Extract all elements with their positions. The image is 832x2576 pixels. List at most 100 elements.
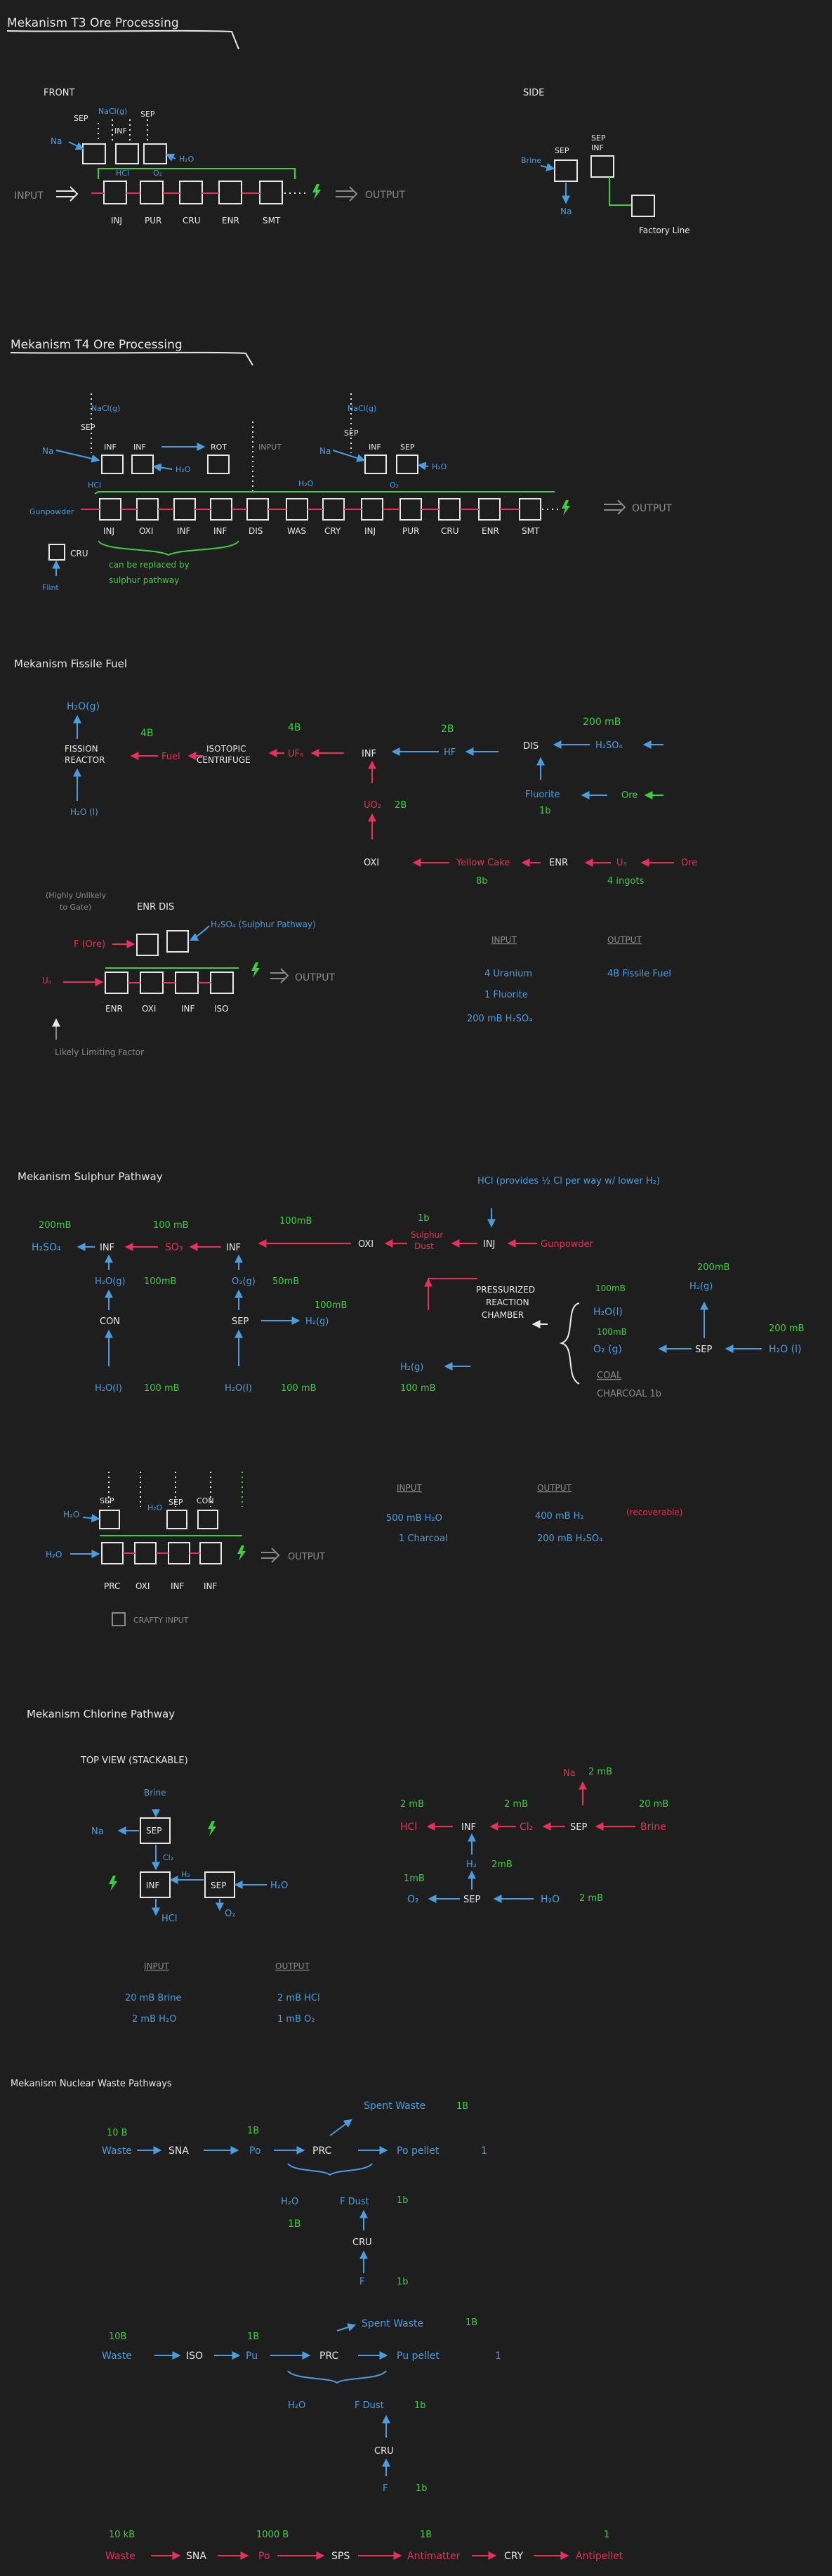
sulphur-sdust-amt: 1b (418, 1213, 430, 1224)
waste-p2-f-amt: 1b (416, 2483, 428, 2494)
fissile-enr-dis: ENR DIS (137, 902, 174, 913)
waste-p2-amt1: 10B (109, 2332, 126, 2342)
t3-hcl-label: HCl (116, 169, 129, 178)
sulphur-inj: INJ (483, 1239, 495, 1250)
t4-hcl: HCl (88, 480, 101, 490)
t4-cru: CRU (70, 549, 88, 558)
sulphur-o2-g-amt: 50mB (272, 1276, 299, 1287)
chlorine-h2o: H₂O (270, 1881, 288, 1891)
fissile-fuel-amt: 4B (140, 728, 154, 739)
sulphur-h2o-l: H₂O(l) (95, 1383, 122, 1394)
sulphur-title: Mekanism Sulphur Pathway (18, 1170, 163, 1183)
chlorine-f-h2-amt: 2mB (491, 1859, 513, 1870)
t4-machine-1 (136, 498, 159, 521)
fissile-enr: ENR (549, 858, 568, 868)
waste-p2-spent-amt: 1B (465, 2317, 477, 2328)
t4-inf: INF (104, 443, 117, 452)
fissile-fuel: Fuel (161, 752, 180, 762)
chlorine-inf-machine (140, 1871, 171, 1898)
fissile-f-ore: F (Ore) (74, 939, 105, 950)
t4-row-label-8: PUR (402, 526, 419, 536)
waste-p2-pellet: Pu pellet (397, 2351, 440, 2362)
chlorine-f-brine-amt: 20 mB (639, 1799, 668, 1810)
t3-title: Mekanism T3 Ore Processing (7, 16, 179, 30)
t4-power-line (94, 491, 555, 495)
t4-row-label-4: DIS (249, 526, 263, 536)
fissile-row-0 (105, 972, 128, 994)
chlorine-f-na-amt: 2 mB (588, 1767, 612, 1777)
t3-side-factory: Factory Line (639, 225, 690, 235)
sulphur-output: OUTPUT (288, 1552, 325, 1562)
chlorine-sep2: SEP (211, 1881, 226, 1890)
chlorine-out-2: 1 mB O₂ (277, 2014, 315, 2025)
waste-arrow (329, 2119, 352, 2136)
fissile-uo2-amt: 2B (395, 800, 407, 811)
fissile-in-2: 1 Fluorite (484, 990, 528, 1000)
fissile-uf6-amt: 4B (288, 722, 301, 733)
waste-p3-amt3: 1B (420, 2530, 432, 2540)
waste-brace (287, 2370, 387, 2384)
sulphur-h2o-l4-amt: 200 mB (769, 1323, 805, 1334)
t4-machine-9 (438, 498, 461, 521)
sulphur-h2o-l2-amt: 100 mB (281, 1383, 317, 1394)
fissile-note-1: (Highly Unlikely (46, 891, 107, 900)
sulphur-row-label-2: INF (171, 1581, 185, 1591)
fissile-uf6: UF₆ (288, 749, 303, 759)
t3-cru-machine (179, 181, 203, 204)
t3-output-label: OUTPUT (365, 190, 406, 201)
sulphur-h2o-b: H₂O (46, 1550, 62, 1560)
waste-p3-waste: Waste (105, 2551, 136, 2562)
t4-machine-8 (400, 498, 422, 521)
t4-output-arrow (604, 499, 626, 515)
t3-sep-label: SEP (74, 114, 88, 123)
title-underline (10, 351, 253, 366)
chlorine-na: Na (91, 1826, 104, 1837)
fissile-yellowcake-amt: 8b (476, 876, 488, 887)
t3-o2-label: O₂ (153, 169, 162, 178)
sulphur-h2o-l-amt: 100 mB (144, 1383, 180, 1394)
t3-side-brine-arrow (540, 163, 555, 171)
sulphur-row: PRC OXI INF INF (100, 1535, 246, 1591)
fissile-reactor-1: FISSION (65, 744, 98, 754)
waste-p3-antimatter: Antimatter (407, 2551, 461, 2562)
sulphur-h2o-a: H₂O (63, 1510, 79, 1519)
sulphur-h2g2: H₂(g) (400, 1362, 423, 1373)
fissile-uo2: UO₂ (364, 800, 381, 811)
sulphur-o2-g: O₂(g) (232, 1276, 256, 1287)
t4-note-2: sulphur pathway (109, 575, 179, 585)
chlorine-f-inf: INF (461, 1822, 476, 1833)
waste-p2-fdust-amt: 1b (414, 2400, 426, 2411)
t4-row-label-9: CRU (441, 526, 459, 536)
t4-machine-3 (210, 498, 232, 521)
sulphur-h2g3-amt: 200mB (697, 1262, 729, 1273)
sulphur-sep-machine (99, 1510, 120, 1529)
fissile-h2so4: H₂SO₄ (595, 740, 623, 751)
t4-row-label-2: INF (177, 526, 191, 536)
waste-p2-iso: ISO (186, 2351, 203, 2362)
t4-row-label-7: INJ (364, 526, 376, 536)
fissile-fluorite-amt: 1b (539, 806, 551, 816)
sulphur-row-label-1: OXI (136, 1581, 150, 1591)
sulphur-top-1: H₂O (147, 1503, 163, 1512)
section-waste: Mekanism Nuclear Waste Pathways 10 B Was… (11, 2079, 623, 2562)
fissile-h2so4-amt: 200 mB (583, 717, 621, 728)
waste-p2-pu: Pu (246, 2351, 258, 2362)
chlorine-f-hcl-amt: 2 mB (400, 1799, 424, 1810)
fissile-ore2: Ore (681, 858, 697, 868)
fissile-row: ENR OXI INF ISO (105, 962, 260, 1014)
chlorine-cl2: Cl₂ (163, 1853, 173, 1862)
chlorine-brine: Brine (144, 1788, 166, 1798)
sulphur-out-1-note: (recoverable) (626, 1508, 682, 1517)
sulphur-oxi: OXI (358, 1239, 374, 1250)
waste-p1-pellet-n: 1 (481, 2145, 487, 2157)
sulphur-out-1: 400 mB H₂ (535, 1511, 584, 1522)
sulphur-input-heading: INPUT (397, 1483, 423, 1493)
sulphur-charcoal: CHARCOAL 1b (597, 1389, 661, 1399)
t3-input-arrow (56, 186, 79, 202)
fissile-u3: U₃ (616, 858, 627, 868)
t3-inf-machine (115, 143, 139, 164)
fissile-enr-machine (136, 934, 159, 956)
fissile-output: OUTPUT (295, 972, 336, 983)
waste-p1-spent-amt: 1B (456, 2101, 468, 2112)
